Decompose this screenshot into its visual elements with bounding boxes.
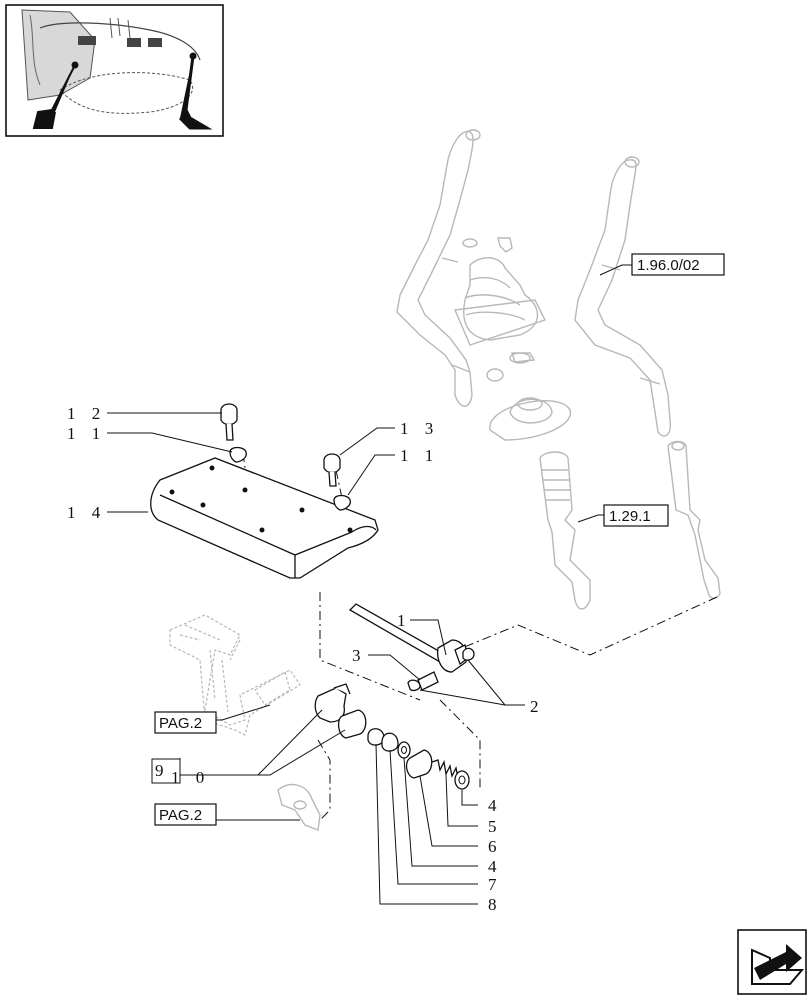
callout-9-frame [151,758,181,784]
callout-6: 6 [488,837,503,856]
thumbnail [5,4,224,137]
callout-9: 9 [155,761,170,780]
callout-2: 2 [530,697,545,716]
callout-8: 8 [488,895,503,914]
block-9 [314,683,351,723]
callout-11b: 1 1 [400,446,439,465]
callout-11a: 1 1 [67,424,106,443]
bolt-12 [220,403,238,441]
reference-box-pag2-upper[interactable]: PAG.2 [154,711,217,734]
reference-box-1291[interactable]: 1.29.1 [603,504,669,527]
washer-11a [229,446,247,463]
next-page-button[interactable] [737,929,807,995]
callout-12: 1 2 [67,404,106,423]
spring-5 [431,759,459,779]
next-page-arrow-icon [751,944,805,985]
tractor-pedals-thumbnail-icon [21,9,213,130]
bolt-13 [323,453,341,487]
callout-1: 1 [397,611,412,630]
callout-5: 5 [488,817,503,836]
callout-13: 1 3 [400,419,439,438]
reference-label-pag2-upper: PAG.2 [159,715,202,732]
ghost-pedal-lower [277,783,321,831]
reference-box-pag2-lower[interactable]: PAG.2 [154,803,217,826]
washer-4a [454,770,470,790]
callout-7: 7 [488,875,503,894]
callout-14: 1 4 [67,503,106,522]
clip-2 [462,647,475,661]
cover-plate [150,457,379,579]
ghost-levers [396,129,672,437]
reference-label-1960: 1.96.0/02 [637,257,700,274]
pin-3 [407,671,439,692]
reference-label-pag2-lower: PAG.2 [159,807,202,824]
clip-7 [381,732,399,752]
ghost-gaiter [453,237,572,441]
reference-label-1291: 1.29.1 [609,508,651,525]
washer-4b [397,741,411,759]
bush-10 [337,709,367,739]
washer-11b [333,494,351,511]
reference-box-1960[interactable]: 1.96.0/02 [631,253,725,276]
leader-lines [107,264,632,905]
callouts: 1 2 1 1 1 3 1 1 1 4 1 3 2 9 1 0 4 5 6 4 … [67,404,545,914]
ghost-pedal-bracket [169,614,301,736]
callout-3: 3 [352,646,367,665]
callout-10: 1 0 [171,768,210,787]
callout-4a: 4 [488,796,503,815]
ghost-pins [539,440,721,610]
bush-6 [405,749,433,779]
callout-4b: 4 [488,857,503,876]
